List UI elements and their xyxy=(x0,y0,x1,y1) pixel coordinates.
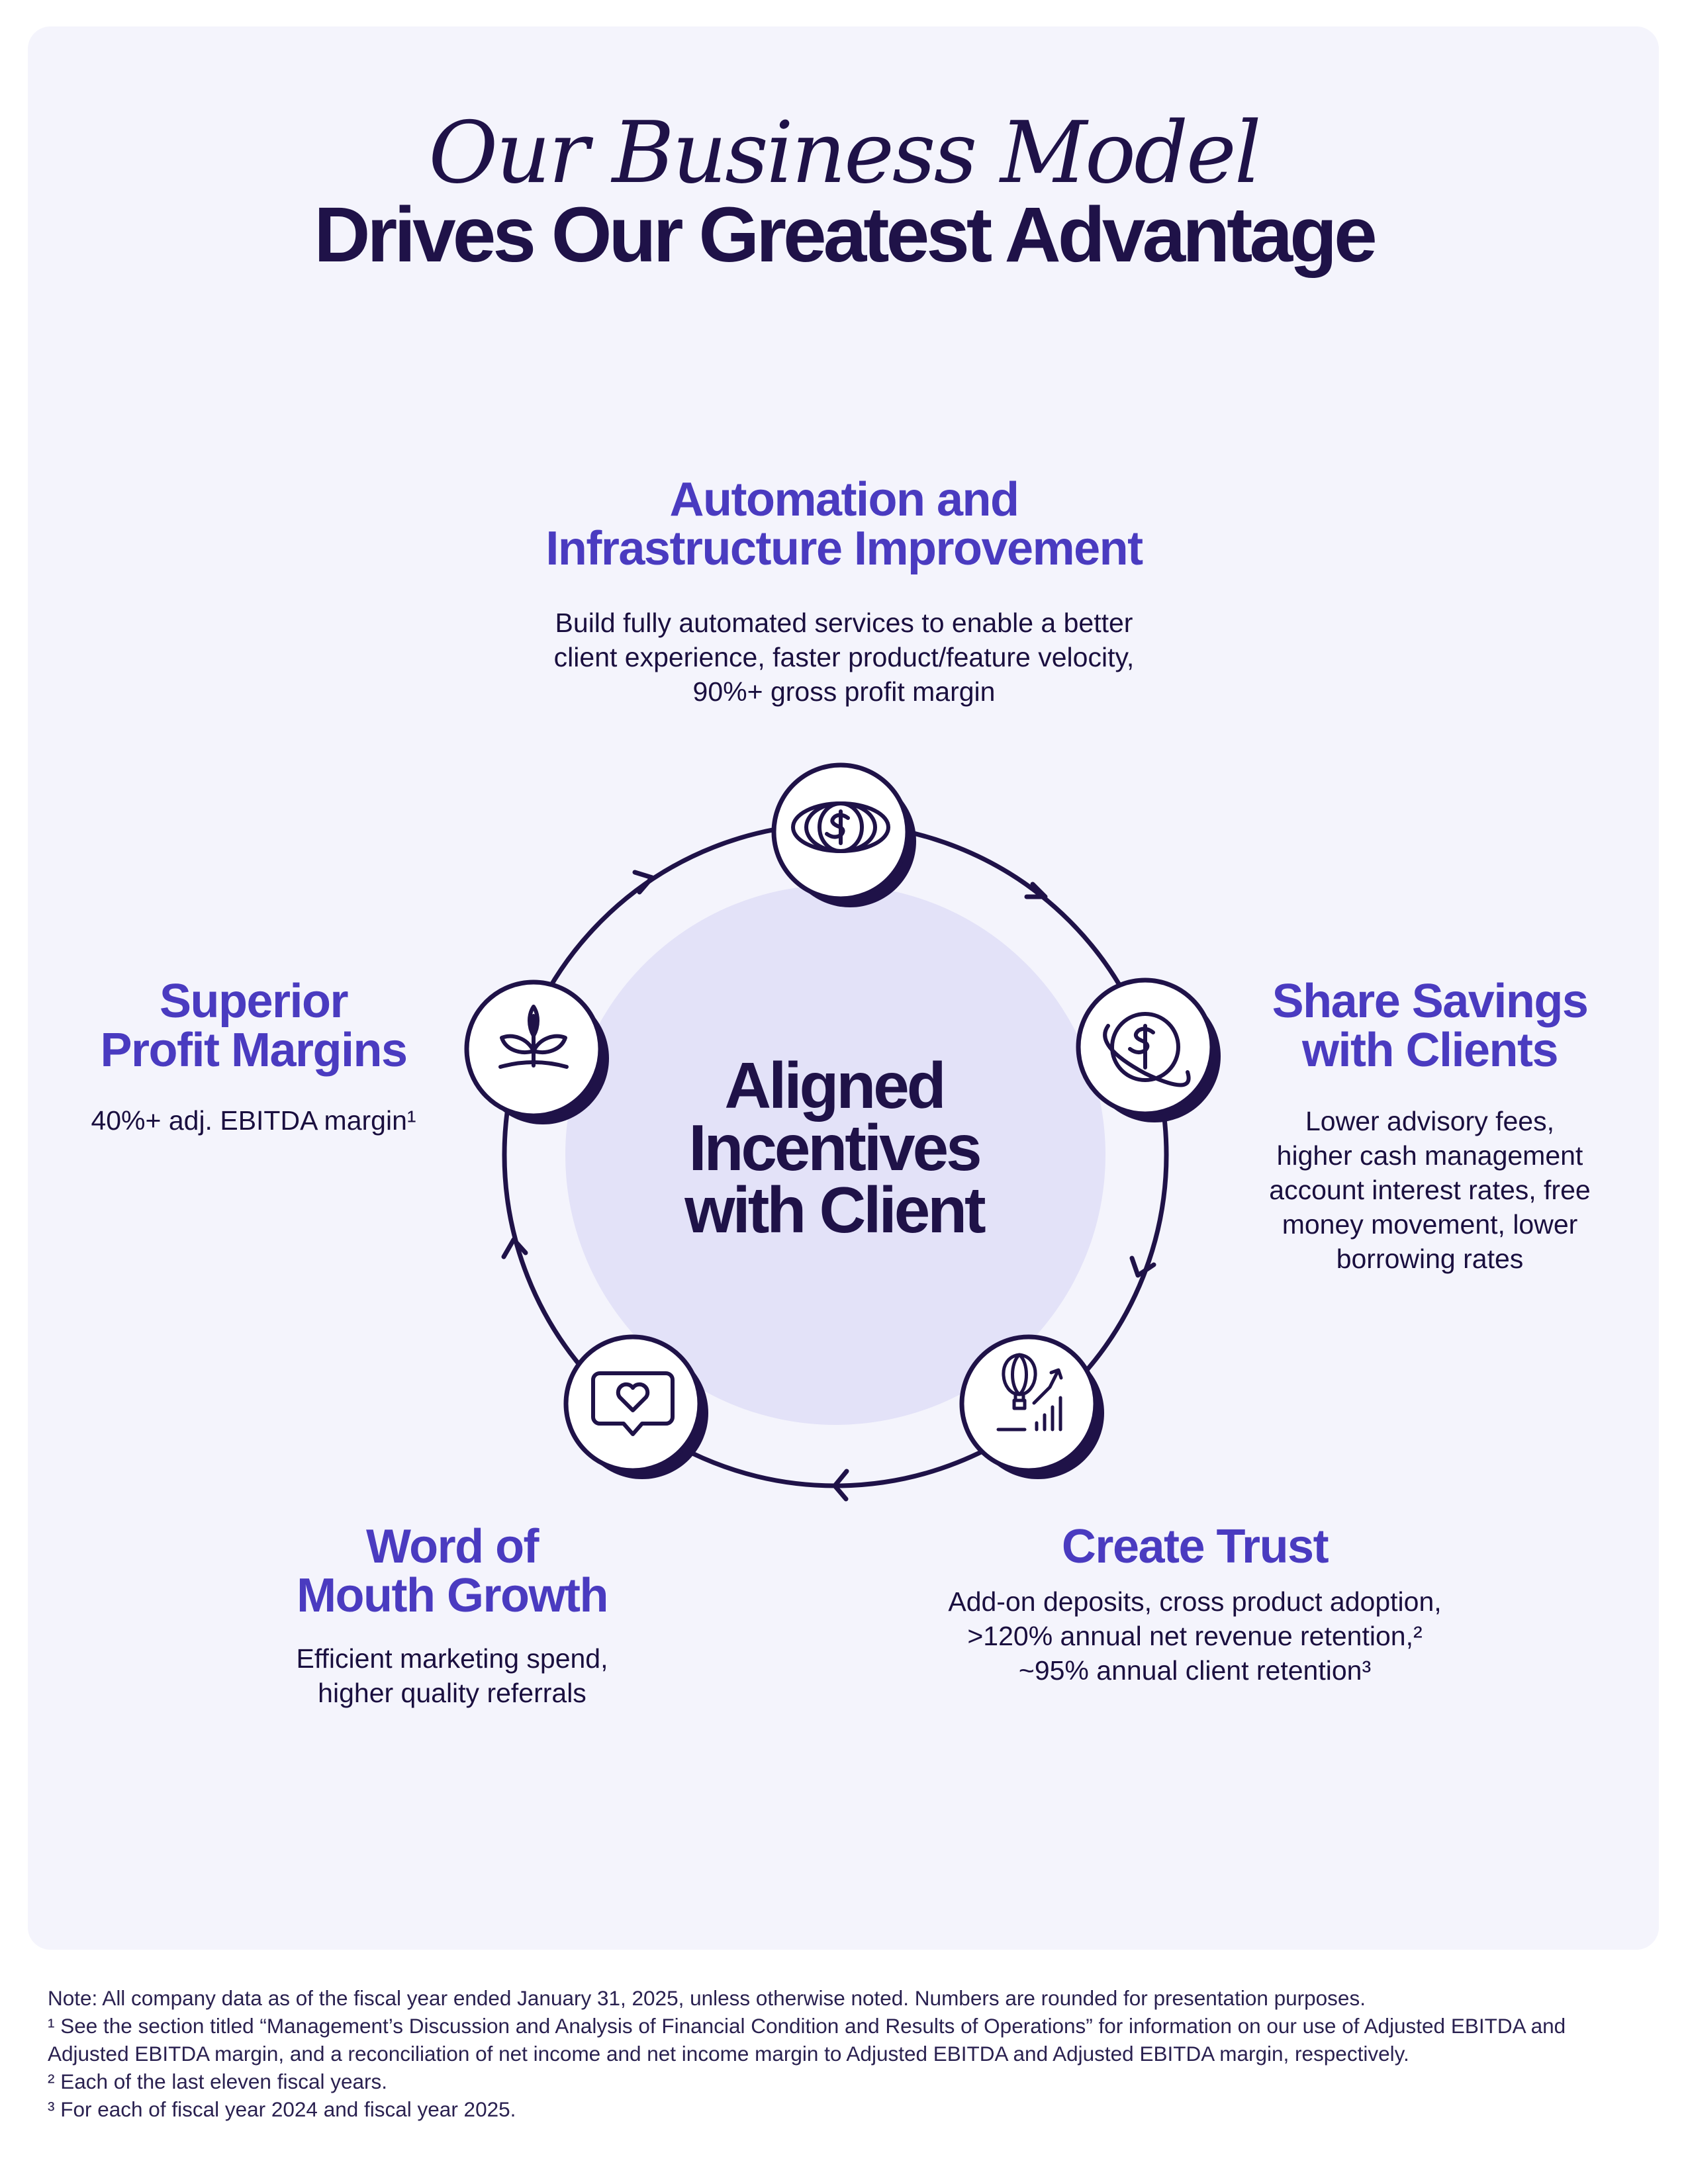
description-line: Efficient marketing spend, xyxy=(296,1643,608,1674)
orbit-dollar-icon xyxy=(1103,1012,1191,1087)
description-line: account interest rates, free xyxy=(1269,1175,1591,1205)
balloon-growth-icon xyxy=(996,1353,1063,1432)
node-automation xyxy=(771,762,916,907)
description-line: borrowing rates xyxy=(1336,1244,1524,1274)
word-of-mouth-description: Efficient marketing spend, higher qualit… xyxy=(254,1641,651,1710)
description-line: Build fully automated services to enable… xyxy=(555,608,1133,638)
heading-line: Word of xyxy=(365,1520,539,1573)
description-line: 40%+ adj. EBITDA margin¹ xyxy=(91,1105,416,1136)
center-label-line: Incentives xyxy=(688,1111,982,1184)
heading-line: Automation and xyxy=(669,473,1019,526)
node-superior-margins xyxy=(464,979,609,1124)
description-line: >120% annual net revenue retention,² xyxy=(967,1621,1423,1651)
node-share-savings xyxy=(1076,978,1221,1122)
arrow-chevron xyxy=(1024,882,1048,899)
title-line-1: Our Business Model xyxy=(428,104,1261,203)
heading-line: Create Trust xyxy=(1061,1520,1329,1573)
center-label: Aligned Incentives with Client xyxy=(662,1049,1006,1246)
description-line: higher cash management xyxy=(1276,1140,1583,1171)
center-label-line: Aligned xyxy=(724,1049,946,1122)
center-label-line: with Client xyxy=(684,1173,986,1246)
eye-dollar-icon xyxy=(791,801,890,853)
description-line: Lower advisory fees, xyxy=(1305,1106,1554,1136)
word-of-mouth-heading: Word of Mouth Growth xyxy=(254,1522,651,1620)
arrow-chevron xyxy=(832,1469,849,1502)
title-line-2: Drives Our Greatest Advantage xyxy=(314,191,1378,279)
description-line: Add-on deposits, cross product adoption, xyxy=(948,1586,1442,1617)
arrow-chevron xyxy=(632,870,655,895)
center-circle xyxy=(565,885,1105,1425)
create-trust-heading: Create Trust xyxy=(864,1522,1526,1571)
description-line: client experience, faster product/featur… xyxy=(553,642,1135,672)
arrow-chevron xyxy=(1129,1255,1156,1278)
footnotes: Note: All company data as of the fiscal … xyxy=(48,1984,1636,2123)
footnote-note: Note: All company data as of the fiscal … xyxy=(48,1986,1366,2010)
description-line: 90%+ gross profit margin xyxy=(692,676,996,707)
heading-line: Share Savings xyxy=(1272,975,1589,1028)
automation-description: Build fully automated services to enable… xyxy=(447,606,1241,709)
create-trust-description: Add-on deposits, cross product adoption,… xyxy=(864,1584,1526,1688)
description-line: money movement, lower xyxy=(1282,1209,1578,1240)
footnote-2: ² Each of the last eleven fiscal years. xyxy=(48,2070,387,2093)
heading-line: Superior xyxy=(159,975,349,1028)
heading-line: with Clients xyxy=(1301,1024,1559,1077)
share-savings-heading: Share Savings with Clients xyxy=(1231,977,1628,1075)
heart-message-icon xyxy=(591,1371,675,1436)
share-savings-description: Lower advisory fees, higher cash managem… xyxy=(1231,1104,1628,1276)
sprout-icon xyxy=(498,1005,569,1069)
superior-margins-heading: Superior Profit Margins xyxy=(55,977,452,1075)
superior-margins-description: 40%+ adj. EBITDA margin¹ xyxy=(55,1103,452,1138)
node-create-trust xyxy=(959,1334,1104,1479)
automation-heading: Automation and Infrastructure Improvemen… xyxy=(447,475,1241,573)
description-line: higher quality referrals xyxy=(318,1678,586,1708)
footnote-1: ¹ See the section titled “Management’s D… xyxy=(48,2014,1566,2066)
node-word-of-mouth xyxy=(563,1334,708,1479)
footnote-3: ³ For each of fiscal year 2024 and fisca… xyxy=(48,2097,516,2121)
description-line: ~95% annual client retention³ xyxy=(1018,1655,1372,1686)
heading-line: Profit Margins xyxy=(100,1024,408,1077)
heading-line: Infrastructure Improvement xyxy=(545,522,1143,575)
arrow-chevron xyxy=(501,1237,528,1259)
heading-line: Mouth Growth xyxy=(297,1569,608,1622)
